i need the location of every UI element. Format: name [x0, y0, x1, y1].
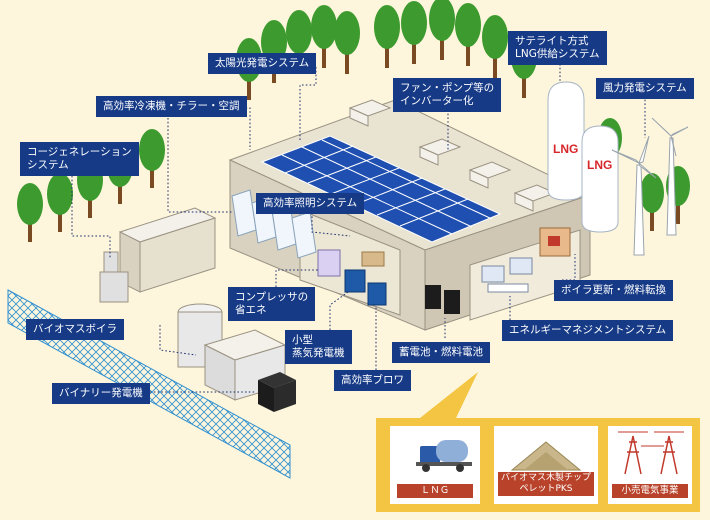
roof-vent-unit	[348, 99, 557, 212]
compressor-unit	[317, 249, 387, 306]
label-blower: 高効率ブロワ	[334, 370, 411, 391]
power-tower-icon	[618, 431, 684, 475]
wind-turbine-icon	[611, 117, 689, 256]
fuel-caption-biomass: バイオマス木製チップ ペレットPKS	[498, 472, 594, 496]
label-energy-management: エネルギーマネジメントシステム	[502, 320, 674, 341]
lng-tank	[547, 81, 619, 233]
lng-tank-label: LNG	[553, 142, 579, 156]
boiler-room-equipment	[539, 227, 571, 257]
wood-chip-pile-icon	[510, 441, 582, 471]
ems-workstation	[481, 257, 533, 293]
cogeneration-unit	[99, 207, 217, 303]
label-binary-generator: バイナリー発電機	[52, 383, 150, 404]
label-fan-inverter: ファン・ポンプ等のインバーター化	[393, 78, 502, 112]
label-compressor: コンプレッサの省エネ	[228, 287, 316, 321]
fuel-caption-retail-power: 小売電気事業	[612, 484, 688, 498]
label-cogeneration: コージェネレーションシステム	[20, 142, 139, 176]
battery-unit	[425, 285, 460, 314]
solar-panel-array	[260, 135, 502, 243]
label-boiler-update: ボイラ更新・燃料転換	[554, 280, 673, 301]
label-biomass-boiler: バイオマスボイラ	[26, 319, 124, 340]
label-steam-generator: 小型蒸気発電機	[285, 330, 352, 364]
lng-tank-label: LNG	[587, 158, 613, 172]
label-lighting: 高効率照明システム	[256, 193, 365, 214]
biomass-boiler-unit	[177, 303, 296, 412]
label-chiller: 高効率冷凍機・チラー・空調	[96, 96, 247, 117]
label-battery: 蓄電池・燃料電池	[392, 342, 490, 363]
label-wind-power: 風力発電システム	[596, 78, 694, 99]
label-solar-power: 太陽光発電システム	[208, 53, 317, 74]
fuel-caption-lng: ＬＮＧ	[397, 484, 473, 498]
lng-truck-icon	[416, 440, 472, 472]
